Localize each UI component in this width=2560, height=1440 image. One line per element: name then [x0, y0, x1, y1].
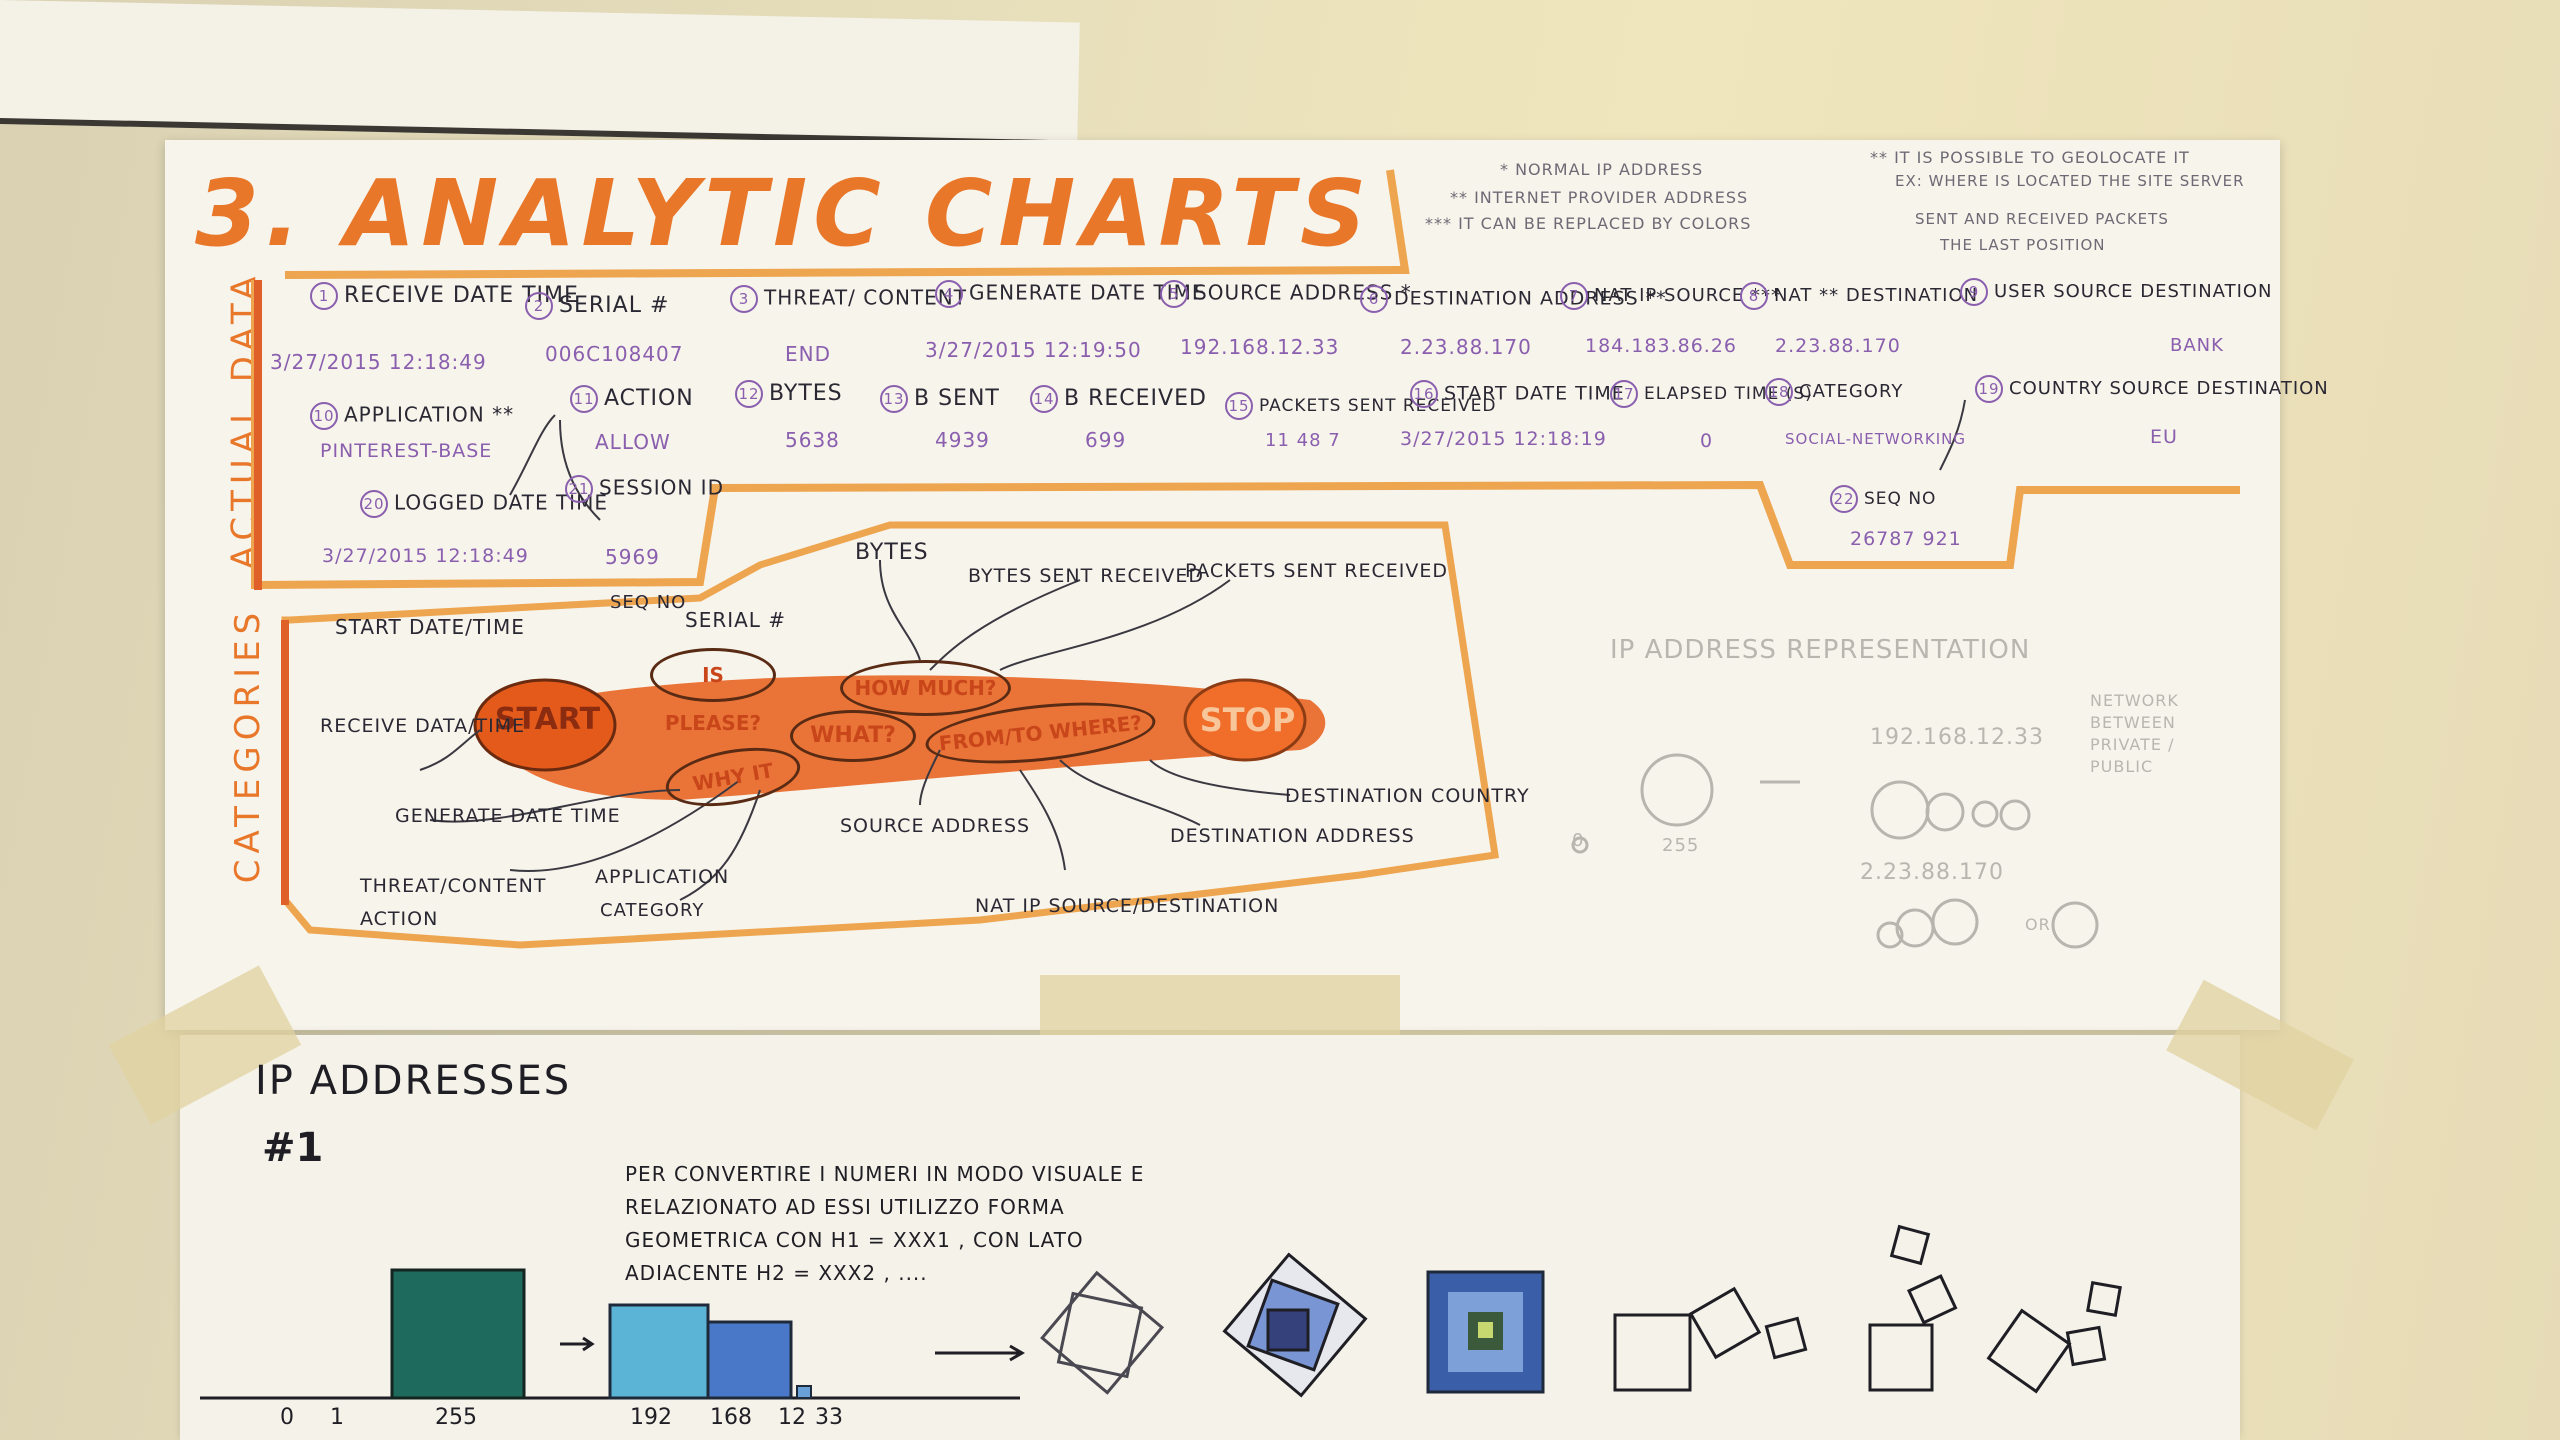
category-label: GENERATE DATE TIME — [395, 805, 621, 827]
field-value: 3/27/2015 12:19:50 — [925, 338, 1142, 362]
category-label: ACTION — [360, 908, 439, 930]
field-value: BANK — [2170, 335, 2224, 356]
field-value: 006C108407 — [545, 342, 684, 366]
field-value: 3/27/2015 12:18:49 — [322, 545, 529, 567]
note-line: THE LAST POSITION — [1940, 236, 2106, 254]
category-label: RECEIVE DATA/TIME — [320, 715, 526, 737]
field-value: 5969 — [605, 545, 660, 569]
ip-example-b: 2.23.88.170 — [1860, 860, 2004, 885]
field-value: 192.168.12.33 — [1180, 335, 1340, 359]
category-label: CATEGORY — [600, 900, 705, 921]
network-note: NETWORK BETWEEN PRIVATE / PUBLIC — [2090, 691, 2179, 776]
category-label: BYTES — [855, 540, 929, 565]
scale-min: 0 — [1572, 830, 1585, 851]
masking-tape — [1040, 975, 1400, 1035]
axis-tick: 12 — [778, 1405, 806, 1430]
axis-tick: 255 — [435, 1405, 477, 1430]
axis-tick: 0 — [280, 1405, 294, 1430]
axis-tick: 1 — [330, 1405, 344, 1430]
or-label: OR — [2025, 915, 2051, 934]
node-is-please: IS PLEASE? — [650, 648, 776, 735]
category-label: APPLICATION — [595, 866, 730, 888]
node-stop: STOP — [1199, 701, 1296, 739]
category-label: SERIAL # — [685, 608, 787, 632]
ip-representation-title: IP ADDRESS REPRESENTATION — [1610, 635, 2031, 665]
field-value: 11 48 7 — [1265, 430, 1341, 451]
category-label: BYTES SENT RECEIVED — [968, 565, 1204, 587]
note-line: ** IT IS POSSIBLE TO GEOLOCATE IT — [1870, 148, 2190, 167]
category-label: PACKETS SENT RECEIVED — [1185, 560, 1448, 582]
scale-max: 255 — [1662, 835, 1700, 856]
node-how-much: HOW MUCH? — [840, 660, 1011, 716]
field-value: END — [785, 342, 831, 366]
field-value: PINTEREST-BASE — [320, 440, 493, 462]
field-value: 2.23.88.170 — [1775, 335, 1901, 357]
category-label: SEQ NO — [610, 592, 687, 613]
field-value: 3/27/2015 12:18:19 — [1400, 428, 1607, 450]
ip-addresses-title: IP ADDRESSES — [255, 1058, 572, 1104]
axis-tick: 33 — [815, 1405, 843, 1430]
note-line: SENT AND RECEIVED PACKETS — [1915, 210, 2169, 228]
note-line: ** INTERNET PROVIDER ADDRESS — [1450, 188, 1749, 207]
ip-example-a: 192.168.12.33 — [1870, 725, 2044, 750]
category-label: THREAT/CONTENT — [360, 875, 547, 897]
field-value: 5638 — [785, 428, 840, 452]
field-value: 4939 — [935, 428, 990, 452]
note-line: *** IT CAN BE REPLACED BY COLORS — [1425, 214, 1752, 233]
field-value: ALLOW — [595, 430, 671, 454]
field-value: 0 — [1700, 430, 1714, 452]
category-label: START DATE/TIME — [335, 615, 525, 639]
ip-addresses-subtitle: #1 — [262, 1125, 324, 1171]
category-label: DESTINATION ADDRESS — [1170, 825, 1415, 847]
sheet-title: 3. ANALYTIC CHARTS — [195, 160, 1373, 267]
field-value: 699 — [1085, 428, 1127, 452]
node-start: START — [494, 702, 601, 737]
field-value: 184.183.86.26 — [1585, 335, 1738, 357]
node-what: WHAT? — [790, 710, 916, 762]
field-value: 26787 921 — [1850, 528, 1962, 550]
field-value: EU — [2150, 426, 2178, 448]
note-line: * NORMAL IP ADDRESS — [1500, 160, 1704, 179]
category-label: NAT IP SOURCE/DESTINATION — [975, 895, 1280, 917]
category-label: SOURCE ADDRESS — [840, 815, 1031, 837]
axis-tick: 168 — [710, 1405, 752, 1430]
category-label: DESTINATION COUNTRY — [1285, 785, 1530, 807]
field-value: SOCIAL-NETWORKING — [1785, 430, 1967, 448]
note-line: EX: WHERE IS LOCATED THE SITE SERVER — [1895, 172, 2245, 190]
conversion-note: PER CONVERTIRE I NUMERI IN MODO VISUALE … — [625, 1162, 1145, 1285]
field-value: 3/27/2015 12:18:49 — [270, 350, 487, 374]
axis-tick: 192 — [630, 1405, 672, 1430]
field-value: 2.23.88.170 — [1400, 335, 1532, 359]
